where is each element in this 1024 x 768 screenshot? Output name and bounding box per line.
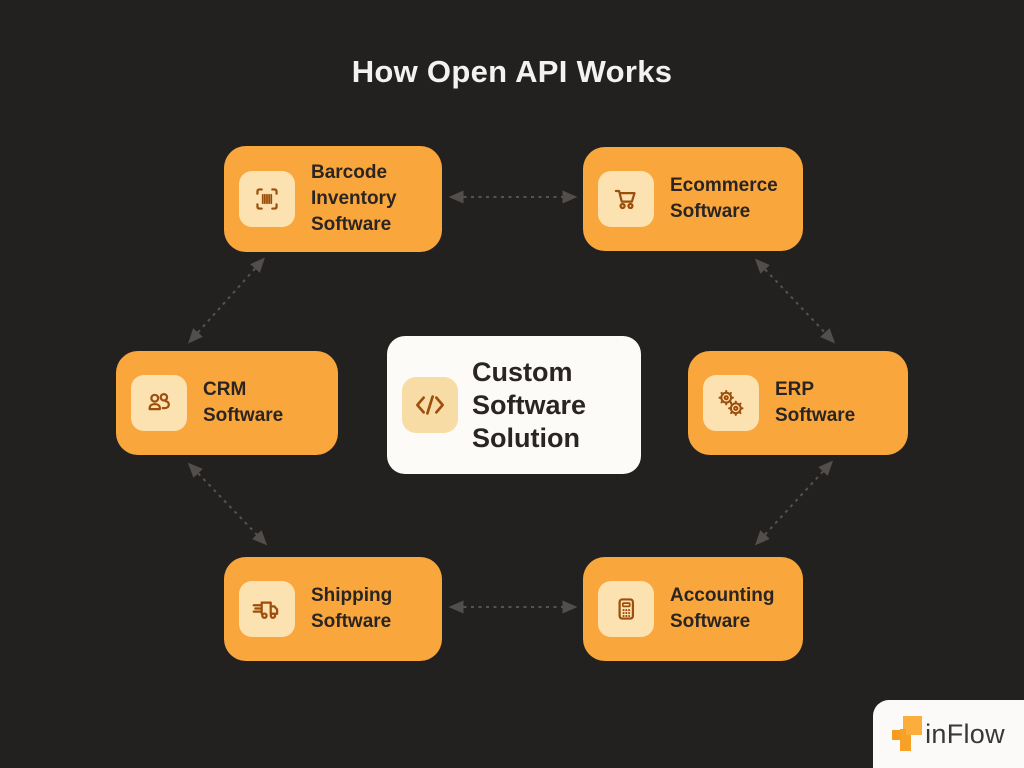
node-crm-software: CRM Software [116,351,338,455]
icon-tile [703,375,759,431]
arrow-crm-shipping [187,462,268,546]
node-custom-software-solution: Custom Software Solution [387,336,641,474]
inflow-logo-mark [892,716,923,751]
icon-tile [239,171,295,227]
node-shipping-software: Shipping Software [224,557,442,661]
node-label: ERP Software [775,379,856,426]
code-icon [416,395,444,415]
node-label: Accounting Software [670,585,775,632]
users-icon [148,392,170,411]
icon-tile [598,581,654,637]
icon-tile [402,377,458,433]
inflow-logo-card: inFlow [873,700,1024,768]
gears-icon [718,389,744,417]
page-title: How Open API Works [351,54,673,89]
node-label: Ecommerce Software [670,175,778,222]
node-erp-software: ERP Software [688,351,908,455]
arrow-ecommerce-erp [754,258,836,344]
icon-tile [131,375,187,431]
node-label: Barcode Inventory Software [311,162,397,235]
cart-icon [614,189,636,210]
calculator-icon [618,598,635,620]
arrow-crm-barcode [188,257,265,344]
node-barcode-inventory-software: Barcode Inventory Software [224,146,442,252]
arrow-erp-accounting [754,460,834,546]
icon-tile [598,171,654,227]
barcode-icon [256,188,278,210]
node-ecommerce-software: Ecommerce Software [583,147,803,251]
node-label: CRM Software [203,379,284,426]
node-label: Custom Software Solution [472,356,587,453]
icon-tile [239,581,295,637]
node-label: Shipping Software [311,585,393,632]
node-accounting-software: Accounting Software [583,557,803,661]
truck-icon [252,601,279,619]
inflow-logo-text: inFlow [925,718,1005,749]
